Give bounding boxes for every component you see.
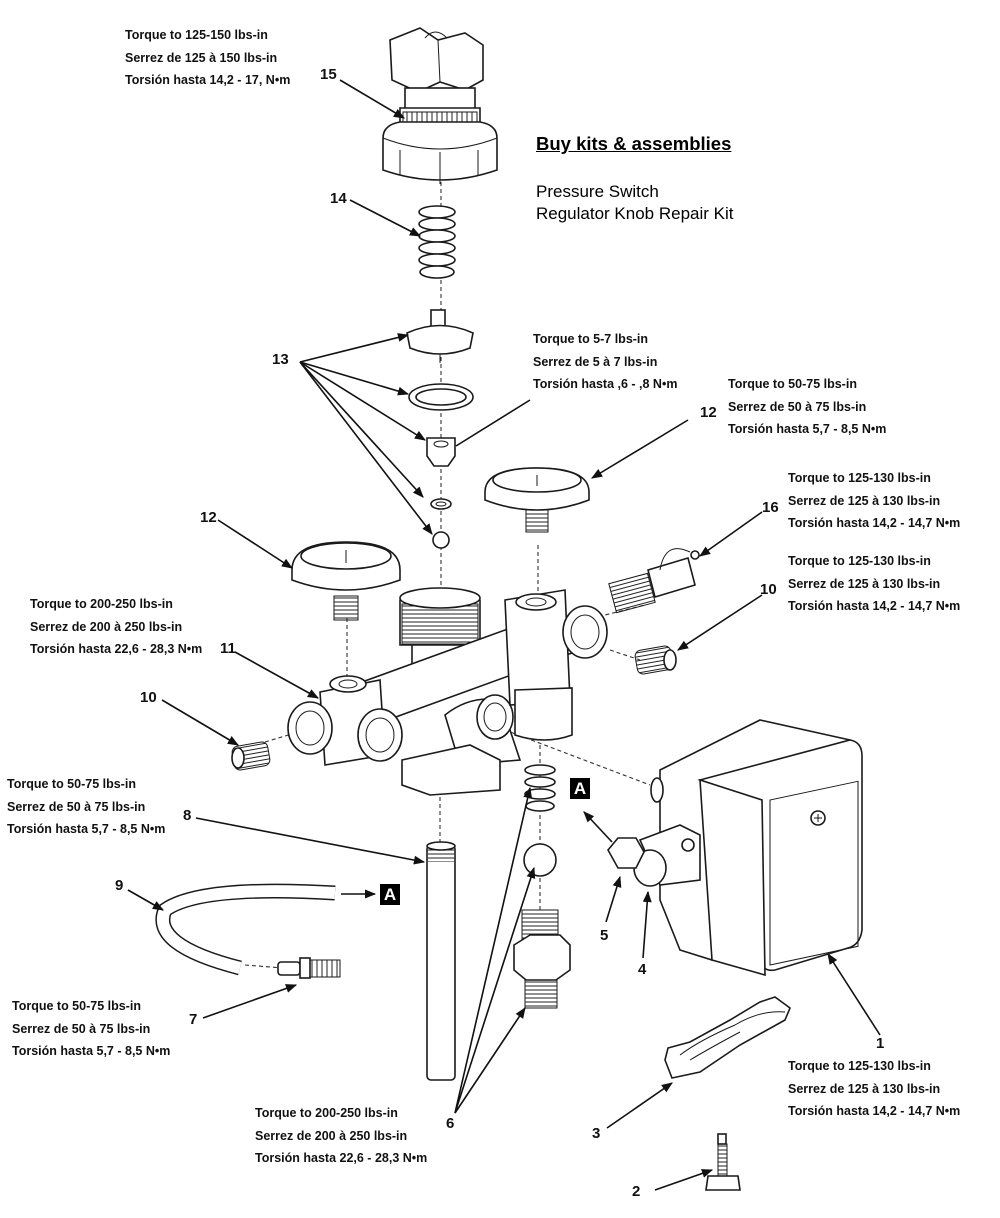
torque-spec-es: Torsión hasta 22,6 - 28,3 N•m (30, 642, 203, 656)
torque-spec-en: Torque to 125-150 lbs-in (125, 28, 268, 42)
torque-spec-safety-valve: Torque to 125-130 lbs-in Serrez de 125 à… (788, 467, 960, 535)
torque-spec-fr: Serrez de 200 à 250 lbs-in (30, 619, 183, 634)
part-1-pressure-switch[interactable] (650, 719, 863, 977)
torque-spec-fr: Serrez de 5 à 7 lbs-in (533, 354, 658, 369)
part-13-regulator-kit[interactable] (406, 309, 474, 549)
callout-1: 1 (876, 1035, 885, 1052)
callout-4: 4 (638, 961, 647, 978)
torque-spec-check-valve: Torque to 200-250 lbs-in Serrez de 200 à… (255, 1102, 427, 1170)
torque-spec-nipple: Torque to 50-75 lbs-in Serrez de 50 à 75… (7, 773, 165, 841)
torque-spec-en: Torque to 5-7 lbs-in (533, 332, 649, 346)
part-12-pressure-gauge-right[interactable] (484, 467, 590, 533)
torque-spec-fr: Serrez de 125 à 130 lbs-in (788, 576, 941, 591)
callout-9: 9 (115, 877, 124, 894)
torque-spec-fr: Serrez de 50 à 75 lbs-in (12, 1021, 151, 1036)
callout-3: 3 (592, 1125, 601, 1142)
part-3-cord-clamp[interactable] (664, 996, 791, 1079)
torque-spec-switch: Torque to 125-130 lbs-in Serrez de 125 à… (788, 1055, 960, 1123)
part-16-safety-valve[interactable] (608, 548, 700, 614)
part-11-manifold[interactable] (287, 587, 608, 796)
callout-15: 15 (320, 66, 337, 83)
torque-spec-es: Torsión hasta 14,2 - 14,7 N•m (788, 599, 961, 613)
buy-kits-heading-link[interactable]: Buy kits & assemblies (536, 133, 732, 154)
torque-spec-manifold: Torque to 200-250 lbs-in Serrez de 200 à… (30, 593, 202, 661)
torque-spec-fr: Serrez de 50 à 75 lbs-in (7, 799, 146, 814)
part-7-hose-barb-fitting[interactable] (277, 957, 341, 979)
part-14-regulator-spring[interactable] (418, 205, 456, 279)
callout-6: 6 (446, 1115, 455, 1132)
reference-marker-a-hose: A (380, 884, 400, 905)
torque-spec-fr: Serrez de 125 à 130 lbs-in (788, 1081, 941, 1096)
torque-spec-en: Torque to 50-75 lbs-in (7, 777, 136, 791)
torque-spec-es: Torsión hasta 5,7 - 8,5 N•m (12, 1044, 171, 1058)
part-5-compression-nut[interactable] (607, 837, 645, 869)
part-15-regulator-knob[interactable] (382, 27, 498, 184)
torque-spec-en: Torque to 125-130 lbs-in (788, 554, 931, 568)
torque-spec-es: Torsión hasta 14,2 - 17, N•m (125, 73, 291, 87)
torque-spec-fr: Serrez de 200 à 250 lbs-in (255, 1128, 408, 1143)
callout-12-left: 12 (200, 509, 217, 526)
part-10-pipe-plug-right[interactable] (634, 645, 677, 675)
torque-spec-en: Torque to 50-75 lbs-in (12, 999, 141, 1013)
torque-spec-es: Torsión hasta 5,7 - 8,5 N•m (7, 822, 166, 836)
callout-2: 2 (632, 1183, 641, 1200)
callout-14: 14 (330, 190, 347, 207)
part-10-pipe-plug-left[interactable] (231, 741, 271, 771)
leader-lines (127, 79, 881, 1191)
part-8-pipe-nipple[interactable] (426, 841, 456, 1081)
callout-10-right: 10 (760, 581, 777, 598)
callout-11: 11 (220, 640, 236, 657)
callout-10-left: 10 (140, 689, 157, 706)
callout-16: 16 (762, 499, 779, 516)
torque-spec-knob: Torque to 125-150 lbs-in Serrez de 125 à… (125, 24, 290, 92)
regulator-knob-repair-kit-link[interactable]: Regulator Knob Repair Kit (536, 204, 734, 223)
torque-spec-es: Torsión hasta 14,2 - 14,7 N•m (788, 516, 961, 530)
torque-spec-es: Torsión hasta 5,7 - 8,5 N•m (728, 422, 887, 436)
torque-spec-seat: Torque to 5-7 lbs-in Serrez de 5 à 7 lbs… (533, 328, 677, 396)
reference-marker-a-valve: A (570, 778, 590, 799)
torque-spec-en: Torque to 125-130 lbs-in (788, 1059, 931, 1073)
torque-spec-en: Torque to 50-75 lbs-in (728, 377, 857, 391)
torque-spec-fr: Serrez de 125 à 130 lbs-in (788, 493, 941, 508)
callout-8: 8 (183, 807, 192, 824)
torque-spec-barb: Torque to 50-75 lbs-in Serrez de 50 à 75… (12, 995, 170, 1063)
torque-spec-en: Torque to 200-250 lbs-in (30, 597, 173, 611)
callout-5: 5 (600, 927, 609, 944)
callout-12-right: 12 (700, 404, 717, 421)
torque-spec-plug-right: Torque to 125-130 lbs-in Serrez de 125 à… (788, 550, 960, 618)
callout-7: 7 (189, 1011, 198, 1028)
part-9-unloader-hose[interactable] (155, 883, 336, 976)
torque-spec-es: Torsión hasta 22,6 - 28,3 N•m (255, 1151, 428, 1165)
leader-seat-torque (455, 399, 531, 447)
torque-spec-fr: Serrez de 50 à 75 lbs-in (728, 399, 867, 414)
torque-spec-fr: Serrez de 125 à 150 lbs-in (125, 50, 278, 65)
part-12-pressure-gauge-left[interactable] (291, 541, 401, 621)
torque-spec-es: Torsión hasta 14,2 - 14,7 N•m (788, 1104, 961, 1118)
part-6-check-valve-set[interactable] (513, 764, 571, 1009)
torque-spec-gauge-right: Torque to 50-75 lbs-in Serrez de 50 à 75… (728, 373, 886, 441)
part-2-screw[interactable] (705, 1133, 741, 1191)
part-4-unloader-valve[interactable] (633, 824, 701, 887)
torque-spec-en: Torque to 125-130 lbs-in (788, 471, 931, 485)
callout-13: 13 (272, 351, 289, 368)
pressure-switch-link[interactable]: Pressure Switch (536, 182, 659, 201)
torque-spec-en: Torque to 200-250 lbs-in (255, 1106, 398, 1120)
torque-spec-es: Torsión hasta ,6 - ,8 N•m (533, 377, 678, 391)
